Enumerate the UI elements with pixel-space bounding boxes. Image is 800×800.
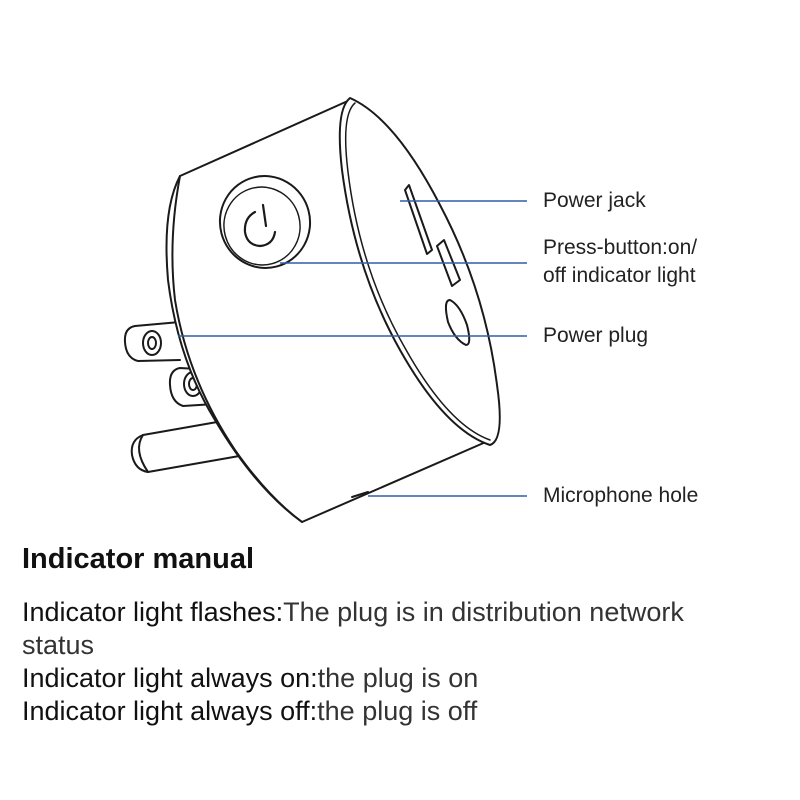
smart-plug-diagram [123, 97, 527, 523]
label-press-button-line1: Press-button:on/ [543, 236, 698, 259]
power-icon [243, 203, 277, 248]
indicator-manual-heading: Indicator manual [22, 543, 255, 575]
manual-desc: the plug is off [317, 696, 478, 726]
label-press-button-line2: off indicator light [543, 264, 696, 287]
manual-item-always-off: Indicator light always off:the plug is o… [22, 695, 742, 728]
socket-slots [404, 184, 471, 346]
microphone-hole-mark [351, 491, 369, 498]
front-face [338, 97, 501, 446]
manual-item-always-on: Indicator light always on:the plug is on [22, 662, 742, 695]
manual-desc: The plug is in distribution network stat… [22, 597, 684, 660]
manual-desc: the plug is on [317, 663, 479, 693]
label-microphone-hole: Microphone hole [543, 484, 699, 507]
label-power-jack: Power jack [543, 189, 646, 212]
label-power-plug: Power plug [543, 324, 649, 347]
prong-ground [130, 417, 246, 473]
manual-term: Indicator light flashes: [22, 597, 284, 627]
manual-term: Indicator light always on: [22, 663, 318, 693]
manual-item-flashes: Indicator light flashes:The plug is in d… [22, 596, 742, 662]
indicator-manual-list: Indicator light flashes:The plug is in d… [22, 596, 742, 728]
manual-term: Indicator light always off: [22, 696, 318, 726]
prong-upper [123, 321, 181, 362]
